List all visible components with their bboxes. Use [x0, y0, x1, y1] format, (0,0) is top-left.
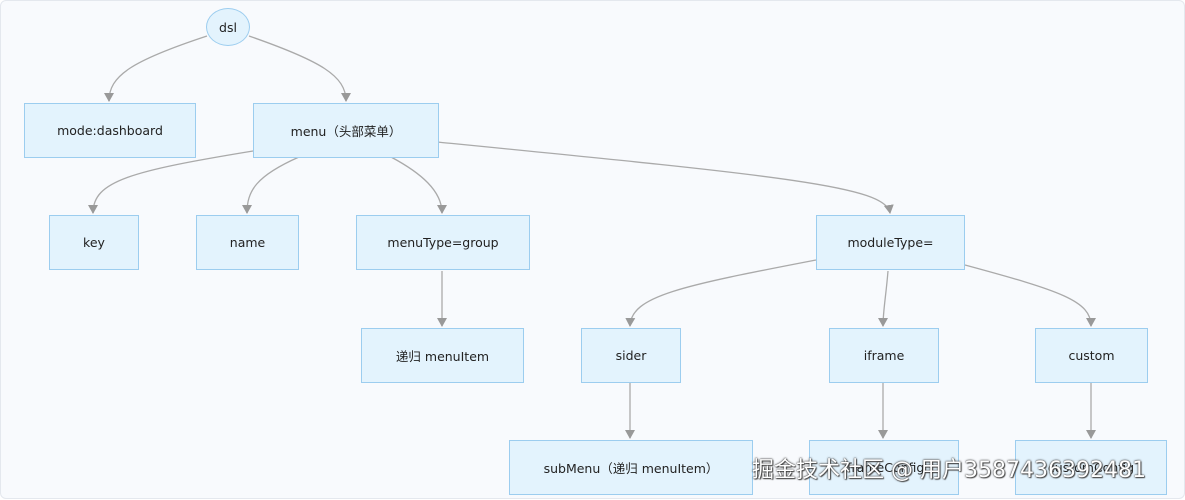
edge-moduletype-iframe [878, 270, 889, 327]
edge-dsl-menu [248, 35, 351, 102]
edge-menu-moduletype [436, 141, 894, 214]
node-custom: custom [1035, 328, 1148, 383]
node-name: name [196, 215, 299, 270]
node-menu: menu（头部菜单） [253, 103, 439, 158]
edge-moduletype-sider [625, 259, 817, 327]
node-key: key [49, 215, 139, 270]
node-recursive-menuitem: 递归 menuItem [361, 328, 524, 383]
node-mode: mode:dashboard [24, 103, 196, 158]
node-iframe: iframe [829, 328, 939, 383]
edge-menu-name [242, 156, 300, 214]
edge-menu-menutype [390, 156, 447, 214]
node-custom-config: customConfig [1015, 440, 1167, 495]
node-sider: sider [581, 328, 681, 383]
node-dsl: dsl [206, 8, 250, 46]
watermark-text: 掘金技术社区 @ 用户3587436392481 [752, 458, 1146, 483]
edge-moduletype-custom [964, 264, 1096, 327]
edge-menu-key [88, 150, 254, 214]
node-menutype: menuType=group [356, 215, 530, 270]
node-moduletype: moduleType= [816, 215, 965, 270]
edge-dsl-mode [104, 35, 208, 102]
node-submenu: subMenu（递归 menuItem） [509, 440, 753, 495]
node-iframe-config: iframeConfig [809, 440, 959, 495]
